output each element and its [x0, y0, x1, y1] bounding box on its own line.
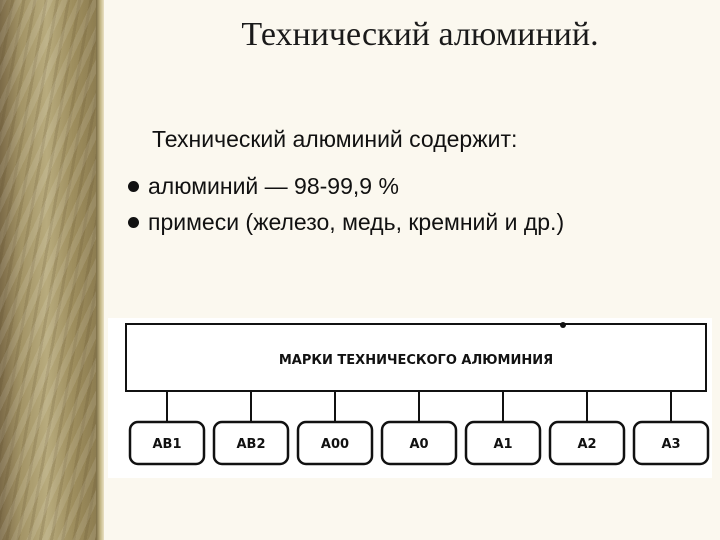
- grade-label: АВ2: [236, 437, 265, 452]
- intro-text: Технический алюминий содержит:: [152, 126, 518, 152]
- bullet-item: алюминий — 98-99,9 %: [128, 168, 564, 204]
- slide-title: Технический алюминий.: [241, 16, 599, 53]
- grade-label: А00: [321, 437, 349, 452]
- diagram-header-label: МАРКИ ТЕХНИЧЕСКОГО АЛЮМИНИЯ: [279, 353, 553, 368]
- grade-label: А2: [577, 437, 596, 452]
- bullet-text: алюминий — 98-99,9 %: [148, 172, 399, 199]
- grade-label: А3: [661, 437, 680, 452]
- side-strip-edge: [96, 0, 104, 540]
- decorative-side-strip: [0, 0, 104, 540]
- bullet-text: примеси (железо, медь, кремний и др.): [148, 208, 565, 235]
- diagram-background: [108, 318, 712, 478]
- grade-label: АВ1: [152, 437, 181, 452]
- grade-label: А0: [409, 437, 428, 452]
- grade-box: [212, 420, 290, 466]
- grade-label: А1: [493, 437, 512, 452]
- diagram-header-box: [125, 323, 707, 392]
- grade-box: [380, 420, 458, 466]
- grade-box: [632, 420, 710, 466]
- grade-box: [296, 420, 374, 466]
- bullet-dot-icon: [128, 180, 139, 192]
- grade-boxes: АВ1 АВ2 А00 А0 А1 А2 А3: [128, 391, 710, 466]
- grade-box: [128, 420, 206, 466]
- bullet-dot-icon: [128, 216, 139, 228]
- bullet-list: алюминий — 98-99,9 % примеси (железо, ме…: [128, 168, 564, 240]
- grade-box: [464, 420, 542, 466]
- diagram-mark-dot: [560, 322, 566, 328]
- grade-box: [548, 420, 626, 466]
- bullet-item: примеси (железо, медь, кремний и др.): [128, 204, 564, 240]
